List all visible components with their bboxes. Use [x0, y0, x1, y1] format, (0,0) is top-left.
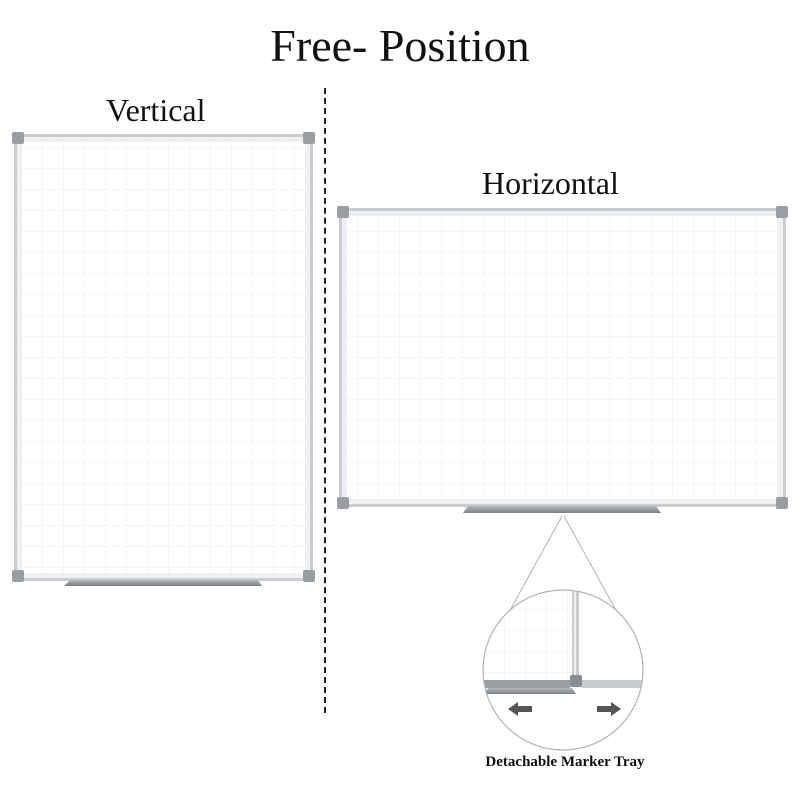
corner-cap — [776, 497, 788, 509]
corner-cap — [303, 570, 315, 582]
corner-cap — [337, 206, 349, 218]
arrow-right-icon — [597, 702, 621, 716]
arrow-left-icon — [508, 702, 532, 716]
corner-cap — [776, 206, 788, 218]
corner-cap — [12, 132, 24, 144]
corner-cap — [12, 570, 24, 582]
horizontal-label: Horizontal — [482, 165, 619, 201]
vertical-whiteboard — [12, 132, 315, 586]
corner-cap — [303, 132, 315, 144]
marker-tray-caption: Detachable Marker Tray — [485, 754, 645, 770]
dashed-divider — [324, 88, 326, 713]
zoom-detail — [482, 589, 644, 751]
page-title: Free- Position — [270, 20, 530, 71]
horizontal-whiteboard — [337, 206, 788, 513]
marker-tray — [463, 506, 661, 513]
marker-tray — [64, 580, 262, 586]
corner-cap — [337, 497, 349, 509]
vertical-label: Vertical — [106, 92, 206, 128]
